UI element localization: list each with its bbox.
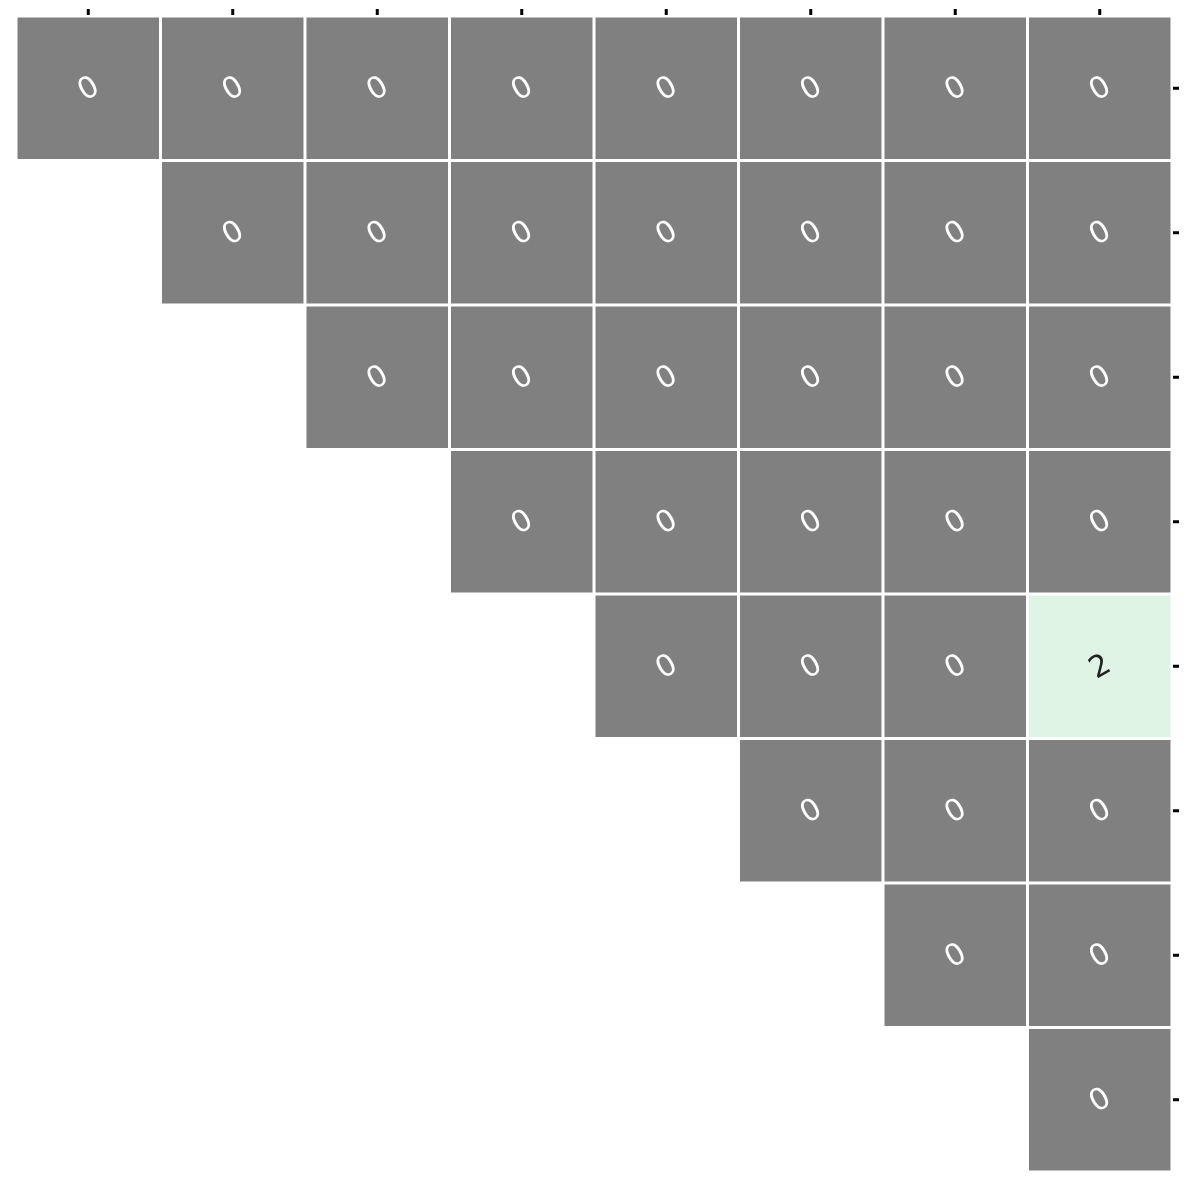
heatmap-cell-rect bbox=[159, 159, 307, 307]
heatmap-cell-r1-c4: 0 bbox=[592, 159, 740, 307]
heatmap-cell-r4-c4: 0 bbox=[592, 592, 740, 740]
heatmap-cell-r2-c4: 0 bbox=[592, 303, 740, 451]
heatmap-cell-r5-c6: 0 bbox=[881, 737, 1029, 885]
heatmap-cell-r5-c5: 0 bbox=[737, 737, 885, 885]
heatmap-cell-rect bbox=[159, 14, 307, 162]
heatmap-cell-r4-c5: 0 bbox=[737, 592, 885, 740]
heatmap-cell-r1-c2: 0 bbox=[303, 159, 451, 307]
heatmap-cell-r1-c6: 0 bbox=[881, 159, 1029, 307]
heatmap-cell-rect bbox=[881, 737, 1029, 885]
heatmap-cell-r0-c2: 0 bbox=[303, 14, 451, 162]
x-axis-ticks bbox=[86, 9, 1102, 15]
heatmap-cell-rect bbox=[881, 881, 1029, 1029]
heatmap-cell-rect bbox=[881, 159, 1029, 307]
heatmap-cell-r7-c7: 0 bbox=[1026, 1026, 1174, 1174]
heatmap-cell-r1-c5: 0 bbox=[737, 159, 885, 307]
heatmap-cell-r0-c3: 0 bbox=[448, 14, 596, 162]
heatmap-cell-r6-c6: 0 bbox=[881, 881, 1029, 1029]
heatmap-cell-r0-c0: 0 bbox=[14, 14, 162, 162]
heatmap-cell-r0-c7: 0 bbox=[1026, 14, 1174, 162]
heatmap-cell-r6-c7: 0 bbox=[1026, 881, 1174, 1029]
heatmap-cell-r0-c5: 0 bbox=[737, 14, 885, 162]
heatmap-cell-r1-c3: 0 bbox=[448, 159, 596, 307]
heatmap-cell-r4-c6: 0 bbox=[881, 592, 1029, 740]
heatmap-cell-rect bbox=[592, 303, 740, 451]
heatmap-cell-rect bbox=[1026, 881, 1174, 1029]
heatmap-cell-r0-c1: 0 bbox=[159, 14, 307, 162]
heatmap-cell-rect bbox=[14, 14, 162, 162]
heatmap-cell-r2-c2: 0 bbox=[303, 303, 451, 451]
heatmap-cell-r2-c7: 0 bbox=[1026, 303, 1174, 451]
heatmap-cell-r3-c5: 0 bbox=[737, 448, 885, 596]
heatmap-cell-r1-c7: 0 bbox=[1026, 159, 1174, 307]
heatmap-cell-rect bbox=[448, 448, 596, 596]
heatmap-cell-rect bbox=[737, 159, 885, 307]
heatmap-cell-r2-c3: 0 bbox=[448, 303, 596, 451]
heatmap-cell-r0-c4: 0 bbox=[592, 14, 740, 162]
heatmap-cell-r3-c3: 0 bbox=[448, 448, 596, 596]
heatmap-cell-r0-c6: 0 bbox=[881, 14, 1029, 162]
heatmap-cell-rect bbox=[881, 592, 1029, 740]
heatmap-cell-rect bbox=[1026, 159, 1174, 307]
heatmap-cell-rect bbox=[737, 303, 885, 451]
heatmap-cell-r3-c4: 0 bbox=[592, 448, 740, 596]
heatmap-cell-r4-c7: 2 bbox=[1026, 592, 1174, 740]
heatmap-cell-rect bbox=[592, 448, 740, 596]
heatmap-cell-r3-c7: 0 bbox=[1026, 448, 1174, 596]
heatmap-cell-r2-c6: 0 bbox=[881, 303, 1029, 451]
y-axis-ticks bbox=[1173, 86, 1179, 1102]
heatmap-cell-rect bbox=[592, 592, 740, 740]
heatmap-cell-rect bbox=[1026, 1026, 1174, 1174]
heatmap-cell-r5-c7: 0 bbox=[1026, 737, 1174, 885]
heatmap-cell-r1-c1: 0 bbox=[159, 159, 307, 307]
heatmap-cell-rect bbox=[737, 592, 885, 740]
heatmap-cell-rect bbox=[448, 303, 596, 451]
heatmap-cell-rect bbox=[1026, 737, 1174, 885]
heatmap-cell-r2-c5: 0 bbox=[737, 303, 885, 451]
heatmap-cell-rect bbox=[1026, 14, 1174, 162]
heatmap-cell-r3-c6: 0 bbox=[881, 448, 1029, 596]
heatmap-cell-rect bbox=[1026, 303, 1174, 451]
